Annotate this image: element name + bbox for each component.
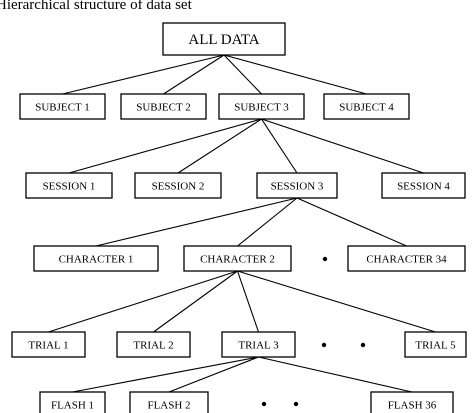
- node-box: [162, 22, 286, 56]
- node-box: [116, 331, 191, 358]
- node-f36: FLASH 36: [370, 391, 454, 413]
- node-box: [33, 245, 159, 272]
- node-box: [221, 331, 296, 358]
- node-label: SUBJECT 4: [339, 102, 394, 114]
- edge-se3-c34: [296, 197, 407, 247]
- node-label: FLASH 36: [388, 400, 437, 412]
- edge-c2-t1: [48, 270, 238, 333]
- node-t1: TRIAL 1: [11, 331, 86, 358]
- node-t5: TRIAL 5: [404, 331, 467, 358]
- node-label: TRIAL 5: [415, 340, 456, 352]
- node-s4: SUBJECT 4: [323, 93, 410, 120]
- ellipsis-dot: [321, 342, 327, 348]
- node-all: ALL DATA: [162, 22, 286, 56]
- node-label: FLASH 1: [51, 400, 94, 412]
- node-box: [134, 172, 222, 199]
- node-layer: ALL DATA SUBJECT 1 SUBJECT 2 SUBJECT 3 SUBJE…: [11, 22, 467, 413]
- node-label: CHARACTER 34: [366, 254, 447, 266]
- node-label: TRIAL 1: [28, 340, 68, 352]
- node-se4: SESSION 4: [381, 172, 466, 199]
- edge-c2-t3: [236, 270, 260, 333]
- edge-s3-se1: [68, 118, 262, 174]
- node-label: TRIAL 3: [238, 340, 279, 352]
- node-box: [129, 391, 209, 413]
- ellipsis-dot: [322, 256, 328, 262]
- node-s2: SUBJECT 2: [120, 93, 207, 120]
- node-se3: SESSION 3: [256, 172, 338, 199]
- node-c1: CHARACTER 1: [33, 245, 159, 272]
- node-s3: SUBJECT 3: [218, 93, 305, 120]
- node-f1: FLASH 1: [39, 391, 106, 413]
- edge-t3-f1: [72, 356, 259, 393]
- node-box: [347, 245, 466, 272]
- edge-s3-se2: [177, 118, 262, 174]
- node-se1: SESSION 1: [25, 172, 113, 199]
- node-t3: TRIAL 3: [221, 331, 296, 358]
- edge-se3-c1: [95, 197, 298, 247]
- node-box: [256, 172, 338, 199]
- node-label: FLASH 2: [147, 400, 190, 412]
- edge-t3-f36: [258, 356, 413, 393]
- node-c2: CHARACTER 2: [183, 245, 292, 272]
- node-box: [183, 245, 292, 272]
- node-label: TRIAL 2: [133, 340, 173, 352]
- node-box: [11, 331, 86, 358]
- node-box: [404, 331, 467, 358]
- node-label: SESSION 4: [397, 181, 450, 193]
- node-label: CHARACTER 1: [59, 254, 134, 266]
- node-label: ALL DATA: [188, 32, 259, 48]
- node-se2: SESSION 2: [134, 172, 222, 199]
- node-box: [218, 93, 305, 120]
- node-box: [381, 172, 466, 199]
- edge-t3-f2: [168, 356, 259, 393]
- node-label: SESSION 1: [43, 181, 96, 193]
- edge-layer: [48, 54, 436, 393]
- ellipsis-dot: [293, 401, 299, 407]
- edge-s3-se4: [261, 118, 424, 174]
- node-box: [19, 93, 106, 120]
- edge-se3-c2: [237, 197, 298, 247]
- node-label: SESSION 2: [152, 181, 205, 193]
- ellipsis-layer: [261, 256, 366, 407]
- node-label: SUBJECT 2: [136, 102, 191, 114]
- edge-all-s2: [163, 54, 225, 95]
- node-box: [120, 93, 207, 120]
- edge-c2-t5: [237, 270, 436, 333]
- node-label: SESSION 3: [271, 181, 324, 193]
- ellipsis-dot: [360, 342, 366, 348]
- ellipsis-dot: [261, 401, 267, 407]
- node-box: [323, 93, 410, 120]
- node-box: [25, 172, 113, 199]
- node-label: SUBJECT 1: [35, 102, 90, 114]
- edge-all-s3: [223, 54, 262, 95]
- edge-all-s1: [62, 54, 225, 95]
- node-c34: CHARACTER 34: [347, 245, 466, 272]
- edge-all-s4: [223, 54, 367, 95]
- node-label: SUBJECT 3: [234, 102, 289, 114]
- node-f2: FLASH 2: [129, 391, 209, 413]
- node-s1: SUBJECT 1: [19, 93, 106, 120]
- node-box: [39, 391, 106, 413]
- edge-s3-se3: [261, 118, 298, 174]
- edge-c2-t2: [153, 270, 238, 333]
- node-box: [370, 391, 454, 413]
- node-label: CHARACTER 2: [200, 254, 275, 266]
- diagram-caption: Hierarchical structure of data set: [0, 0, 192, 13]
- node-t2: TRIAL 2: [116, 331, 191, 358]
